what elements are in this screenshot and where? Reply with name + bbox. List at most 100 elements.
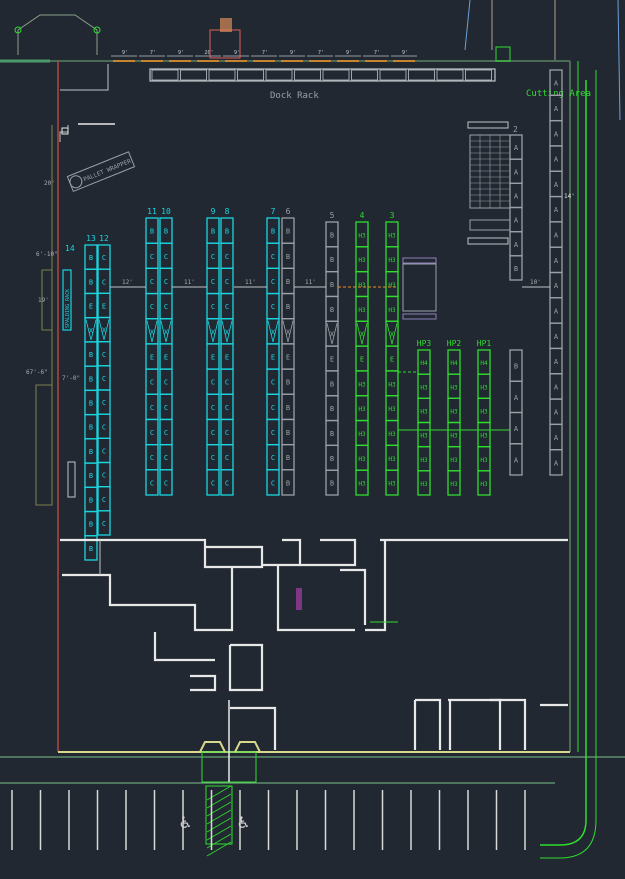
bay-label: B bbox=[89, 545, 93, 553]
bay-label: B bbox=[89, 400, 93, 408]
rack-bay[interactable]: C bbox=[206, 469, 220, 496]
bay-label: C bbox=[271, 429, 275, 437]
bay-label: C bbox=[211, 278, 215, 286]
bay-label: C bbox=[102, 496, 106, 504]
bay-label: C bbox=[211, 404, 215, 412]
bay-label: C bbox=[102, 472, 106, 480]
rack-label: 3 bbox=[390, 211, 395, 220]
bay-label: A bbox=[514, 425, 519, 433]
cutting-area-label: Cutting Area bbox=[526, 89, 591, 99]
rack-bay[interactable]: H3 bbox=[447, 470, 461, 496]
bay-label: C bbox=[211, 429, 215, 437]
bay-label: H3 bbox=[388, 257, 396, 264]
rack-label: 7 bbox=[271, 207, 276, 216]
rack-bay[interactable]: H3 bbox=[385, 469, 399, 496]
bay-label: A bbox=[554, 130, 559, 138]
rack-label: 6 bbox=[286, 207, 291, 216]
rack-label: 11 bbox=[147, 207, 157, 216]
bay-label: X bbox=[211, 328, 216, 336]
bay-label: X bbox=[150, 328, 155, 336]
bay-label: H3 bbox=[358, 232, 366, 239]
bay-label: B bbox=[514, 363, 518, 371]
bay-label: A bbox=[554, 383, 559, 391]
bay-label: H3 bbox=[388, 456, 396, 463]
rack-bay[interactable]: B bbox=[281, 469, 295, 496]
rack-bay[interactable]: H3 bbox=[355, 469, 369, 496]
bay-label: H3 bbox=[388, 282, 396, 289]
bay-label: H3 bbox=[358, 282, 366, 289]
bay-label: B bbox=[271, 228, 275, 236]
rack-bay[interactable]: H3 bbox=[477, 470, 491, 496]
cross-brace-icon bbox=[386, 323, 398, 345]
bay-label: B bbox=[286, 404, 290, 412]
bay-label: A bbox=[554, 80, 559, 88]
bay-label: C bbox=[102, 447, 106, 455]
bay-label: B bbox=[286, 278, 290, 286]
bay-label: C bbox=[211, 479, 215, 487]
rack-bay[interactable]: C bbox=[97, 510, 111, 536]
rack-label: 13 bbox=[86, 234, 96, 243]
bay-label: X bbox=[164, 328, 169, 336]
bay-label: E bbox=[360, 356, 364, 364]
dock-dimension: 20' bbox=[204, 50, 213, 56]
bay-label: E bbox=[89, 303, 93, 311]
bay-label: A bbox=[554, 206, 559, 214]
bay-label: A bbox=[514, 144, 519, 152]
bay-label: C bbox=[271, 303, 275, 311]
bay-label: A bbox=[514, 217, 519, 225]
bay-label: H3 bbox=[450, 433, 458, 440]
dimension-label: 11' bbox=[245, 279, 256, 286]
rack-bay[interactable]: H3 bbox=[417, 470, 431, 496]
dimension-label: 11' bbox=[184, 279, 195, 286]
rack-bay[interactable]: C bbox=[266, 469, 280, 496]
bay-label: C bbox=[225, 404, 229, 412]
bay-label: H3 bbox=[358, 456, 366, 463]
rack-bay[interactable]: C bbox=[159, 469, 173, 496]
bay-label: E bbox=[286, 354, 290, 362]
bay-label: E bbox=[102, 302, 106, 310]
dock-doors: 9'7'9'20'9'7'9'7'9'7'9' bbox=[111, 50, 417, 62]
rack-bay[interactable]: B bbox=[84, 535, 98, 561]
bay-label: A bbox=[554, 434, 559, 442]
bay-label: H3 bbox=[420, 408, 428, 415]
dock-dimension: 9' bbox=[178, 50, 184, 56]
rack-label: 4 bbox=[360, 211, 365, 220]
dimension-label: 20' bbox=[44, 180, 55, 187]
bay-label: B bbox=[330, 430, 334, 438]
bay-label: C bbox=[164, 379, 168, 387]
rack-bay[interactable]: B bbox=[509, 255, 523, 281]
rack-bay[interactable]: A bbox=[549, 449, 563, 476]
bay-label: A bbox=[514, 241, 519, 249]
bay-label: B bbox=[286, 479, 290, 487]
bay-label: H3 bbox=[480, 457, 488, 464]
bay-label: B bbox=[330, 281, 334, 289]
bay-label: C bbox=[102, 520, 106, 528]
bay-label: C bbox=[102, 278, 106, 286]
rack-bay[interactable]: C bbox=[220, 469, 234, 496]
bay-label: E bbox=[150, 354, 154, 362]
dimension-label: 67'-6" bbox=[26, 369, 48, 376]
side-rack-label: SPALDING RACK bbox=[65, 289, 71, 328]
left-wall-dimensions: 20' 6'-10" 19' 67'-6" 7'-0" 14 SPALDING … bbox=[26, 125, 80, 506]
bay-label: C bbox=[225, 454, 229, 462]
aisle-dimensions: 12' 11' 11' 11' 10' 14' bbox=[110, 193, 575, 431]
rack-label: HP1 bbox=[477, 339, 492, 348]
bay-label: A bbox=[554, 459, 559, 467]
bay-label: B bbox=[286, 303, 290, 311]
bay-label: C bbox=[150, 253, 154, 261]
rack-bay[interactable]: B bbox=[325, 469, 339, 496]
rack-bay[interactable]: A bbox=[509, 443, 523, 476]
rack-bay[interactable]: C bbox=[145, 469, 159, 496]
bay-label: A bbox=[554, 181, 559, 189]
bay-label: X bbox=[360, 331, 365, 339]
bay-label: B bbox=[286, 454, 290, 462]
bay-label: A bbox=[554, 232, 559, 240]
